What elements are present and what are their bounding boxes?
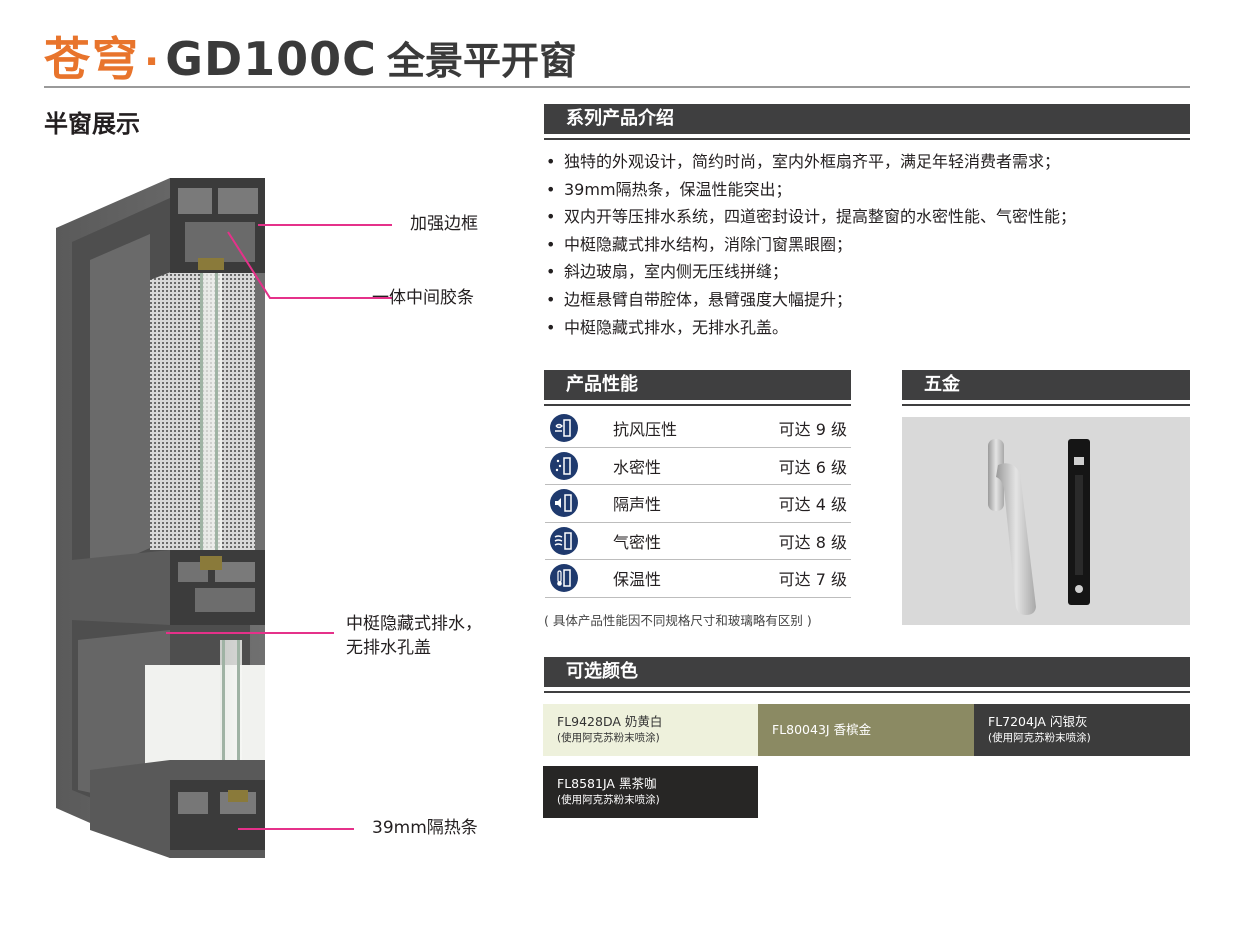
intro-section-header: 系列产品介绍 (544, 104, 1190, 140)
colors-section-header: 可选颜色 (544, 657, 1190, 693)
thermal-insulation-icon (550, 564, 578, 593)
product-name: 全景平开窗 (386, 39, 577, 83)
list-item: •中梃隐藏式排水，无排水孔盖。 (546, 317, 789, 337)
table-row: 隔声性 可达 4 级 (545, 485, 851, 523)
model-number: GD100C (165, 32, 377, 86)
list-item: •39mm隔热条，保温性能突出； (546, 179, 792, 199)
callout-line-gasket (227, 231, 392, 299)
performance-table: 抗风压性 可达 9 级 水密性 可达 6 级 隔声性 可达 4 级 气密性 可达… (545, 410, 851, 598)
air-tightness-icon (550, 526, 578, 555)
color-swatch-silver-gray: FL7204JA 闪银灰 (使用阿克苏粉末喷涂) (974, 704, 1190, 756)
list-item: •斜边玻扇，室内侧无压线拼缝； (546, 262, 789, 282)
title-divider (44, 86, 1190, 88)
table-row: 水密性 可达 6 级 (545, 448, 851, 485)
wind-pressure-icon (550, 414, 578, 443)
table-row: 抗风压性 可达 9 级 (545, 410, 851, 448)
callout-hidden-drainage: 中梃隐藏式排水， 无排水孔盖 (346, 614, 482, 658)
table-row: 气密性 可达 8 级 (545, 523, 851, 560)
performance-note: ( 具体产品性能因不同规格尺寸和玻璃略有区别 ) (544, 613, 812, 628)
color-swatch-cream-white: FL9428DA 奶黄白 (使用阿克苏粉末喷涂) (543, 704, 758, 756)
list-item: •独特的外观设计，简约时尚，室内外框扇齐平，满足年轻消费者需求； (546, 152, 1061, 171)
hardware-section-header: 五金 (902, 370, 1190, 406)
callout-reinforced-frame: 加强边框 (410, 214, 478, 234)
window-handle-image (988, 439, 1090, 615)
list-item: •中梃隐藏式排水结构，消除门窗黑眼圈； (546, 234, 853, 254)
sound-insulation-icon (550, 489, 578, 518)
page-title: 苍穹 · GD100C 全景平开窗 (44, 20, 577, 82)
list-item: •双内开等压排水系统，四道密封设计，提高整窗的水密性能、气密性能； (546, 207, 1077, 227)
window-cross-section-image (56, 178, 265, 858)
callout-thermal-strip: 39mm隔热条 (372, 818, 478, 838)
callout-line-thermal-strip (238, 828, 354, 830)
callout-line-frame (258, 224, 392, 226)
list-item: •边框悬臂自带腔体，悬臂强度大幅提升； (546, 289, 853, 309)
color-swatch-champagne-gold: FL80043J 香槟金 (758, 704, 974, 756)
feature-list: •独特的外观设计，简约时尚，室内外框扇齐平，满足年轻消费者需求； •39mm隔热… (546, 148, 1192, 341)
hardware-image-panel (902, 417, 1190, 625)
brand-name: 苍穹 (44, 32, 140, 86)
table-row: 保温性 可达 7 级 (545, 560, 851, 598)
water-tightness-icon (550, 451, 578, 480)
half-window-title: 半窗展示 (44, 110, 140, 138)
title-separator: · (144, 39, 160, 85)
callout-integrated-gasket: 一体中间胶条 (372, 288, 474, 308)
performance-section-header: 产品性能 (544, 370, 851, 406)
color-swatch-black-coffee: FL8581JA 黑茶咖 (使用阿克苏粉末喷涂) (543, 766, 758, 818)
callout-line-mullion (166, 632, 334, 634)
